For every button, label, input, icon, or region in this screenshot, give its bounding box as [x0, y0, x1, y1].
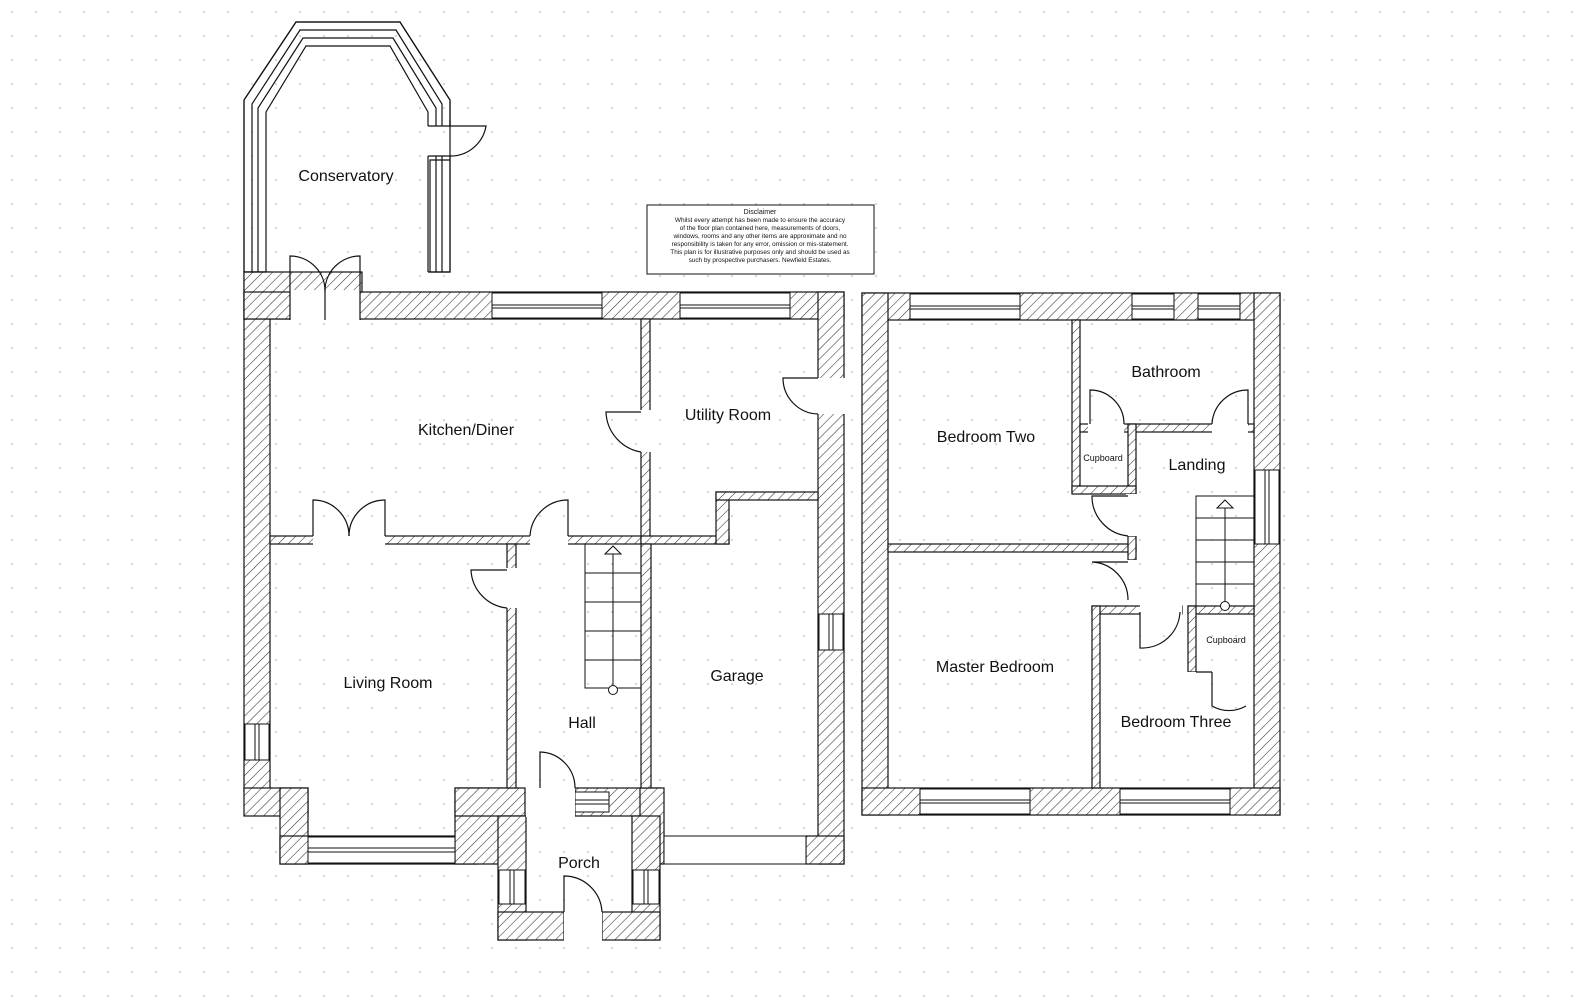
wall-porch-south-right	[601, 911, 661, 941]
label-bedroom-two: Bedroom Two	[937, 429, 1036, 446]
disclaimer-line: responsibility is taken for any error, o…	[672, 241, 849, 248]
ff-wall-bed2-bath	[1071, 319, 1081, 493]
door-bedroom-two	[1091, 495, 1129, 537]
door-porch-front	[563, 875, 603, 913]
door-conservatory-external	[449, 120, 487, 157]
ff-wall-bath-south	[1079, 423, 1255, 433]
wall-utility-garage	[715, 491, 819, 501]
window-garage	[818, 613, 844, 651]
opening-hall-porch	[526, 787, 575, 817]
disclaimer-title: Disclaimer	[744, 209, 777, 216]
first-floor-stairs	[1195, 495, 1255, 611]
opening-kitchen-utility-door	[640, 410, 652, 452]
ff-wall-cupboard-south	[1071, 485, 1137, 495]
wall-porch-south-left	[497, 911, 565, 941]
window-master-bedroom	[919, 788, 1031, 815]
label-garage: Garage	[710, 668, 763, 685]
door-living-left	[312, 499, 350, 537]
opening-utility-door	[817, 378, 845, 414]
door-cupboard-upper	[1089, 389, 1125, 425]
label-cupboard-lower: Cupboard	[1206, 635, 1246, 645]
window-porch-right	[632, 869, 660, 905]
ground-floor-doors	[289, 255, 819, 913]
ground-floor-stairs	[584, 543, 642, 695]
garage-door	[663, 835, 807, 865]
label-bedroom-three: Bedroom Three	[1121, 714, 1232, 731]
door-bedroom-three	[1139, 611, 1181, 649]
label-living-room: Living Room	[344, 675, 433, 692]
disclaimer-box: Disclaimer Whilst every attempt has been…	[646, 204, 875, 275]
wall-east	[817, 291, 845, 865]
wall-hall-garage	[640, 543, 652, 789]
first-floor-doors	[1089, 389, 1249, 712]
label-conservatory: Conservatory	[298, 168, 393, 185]
ff-wall-west	[861, 292, 889, 816]
opening-hall-living	[505, 568, 518, 608]
door-kitchen-utility	[605, 411, 642, 453]
disclaimer-line: such by prospective purchasers. Newfield…	[689, 257, 832, 264]
door-bathroom	[1211, 389, 1249, 425]
ff-wall-cupboard2-west	[1187, 605, 1197, 673]
door-conservatory-right	[324, 255, 361, 320]
disclaimer-line: windows, rooms and any other items are a…	[673, 233, 847, 240]
door-conservatory-left	[289, 255, 326, 320]
disclaimer-line: Whilst every attempt has been made to en…	[675, 217, 846, 224]
wall-garage-south-right	[805, 835, 845, 865]
door-hall-porch	[539, 751, 576, 789]
wall-south-hall-left	[454, 787, 526, 817]
ground-floor-openings	[244, 290, 845, 941]
ff-wall-master-east	[1091, 605, 1101, 789]
label-kitchen-diner: Kitchen/Diner	[418, 422, 515, 439]
door-utility-external	[782, 377, 819, 415]
ff-wall-bed2-master	[887, 543, 1137, 553]
disclaimer-line: of the floor plan contained here, measur…	[680, 225, 841, 232]
window-landing	[1254, 469, 1280, 545]
label-porch: Porch	[558, 855, 600, 872]
label-bathroom: Bathroom	[1131, 364, 1200, 381]
ff-wall-east	[1253, 292, 1281, 816]
door-cupboard-lower	[1196, 671, 1247, 712]
window-hall	[574, 791, 610, 813]
window-living-side	[244, 723, 270, 761]
first-floor-openings	[909, 293, 1280, 815]
label-cupboard-upper: Cupboard	[1083, 453, 1123, 463]
label-utility-room: Utility Room	[685, 407, 771, 424]
window-porch-left	[498, 869, 526, 905]
door-hall-kitchen	[529, 499, 569, 537]
window-bedroom-three	[1119, 788, 1231, 815]
ff-wall-landing-stub	[1127, 535, 1137, 561]
conservatory-structure	[243, 21, 487, 273]
wall-living-hall	[506, 543, 517, 789]
door-hall-living	[470, 569, 508, 609]
opening-porch-front-door	[564, 911, 602, 941]
door-living-right	[348, 499, 386, 537]
opening-living-kitchen	[313, 534, 385, 546]
door-master-bedroom	[1091, 561, 1129, 601]
wall-west	[243, 271, 271, 793]
label-master-bedroom: Master Bedroom	[936, 659, 1054, 676]
label-landing: Landing	[1169, 457, 1226, 474]
label-hall: Hall	[568, 715, 596, 732]
disclaimer-line: This plan is for illustrative purposes o…	[670, 249, 849, 256]
ff-wall-cupboard-east	[1127, 423, 1137, 495]
opening-hall-kitchen	[530, 534, 568, 546]
window-living-bay	[307, 836, 456, 864]
